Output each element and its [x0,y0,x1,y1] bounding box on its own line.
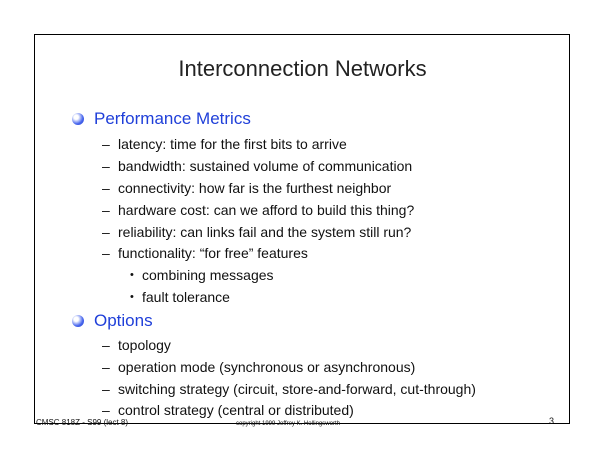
dash-icon: – [102,202,110,218]
list-item-text: connectivity: how far is the furthest ne… [118,180,392,196]
dash-icon: – [102,224,110,240]
list-item: – hardware cost: can we afford to build … [102,200,414,220]
list-item: – switching strategy (circuit, store-and… [102,379,476,399]
slide-title: Interconnection Networks [178,56,427,81]
dash-icon: – [102,180,110,196]
blue-sphere-bullet-icon [72,113,84,125]
list-item: – functionality: “for free” features [102,243,308,263]
dash-icon: – [102,381,110,397]
list-item-text: topology [118,337,171,353]
list-item: – connectivity: how far is the furthest … [102,178,391,198]
list-item: – bandwidth: sustained volume of communi… [102,156,412,176]
page-number: 3 [549,416,555,426]
section-options: Options [72,310,153,332]
list-item: – topology [102,335,171,355]
list-item-text: functionality: “for free” features [118,245,308,261]
list-item-text: operation mode (synchronous or asynchron… [118,359,416,375]
list-item-text: bandwidth: sustained volume of communica… [118,158,413,174]
dash-icon: – [102,359,110,375]
list-item: – latency: time for the first bits to ar… [102,134,347,154]
list-item-text: control strategy (central or distributed… [118,402,354,418]
list-item: – control strategy (central or distribut… [102,400,354,420]
section-label: Options [94,311,153,330]
slide-frame [34,34,570,424]
list-item-text: reliability: can links fail and the syst… [118,224,412,240]
list-item-text: hardware cost: can we afford to build th… [118,202,415,218]
dash-icon: – [102,337,110,353]
bullet-icon: • [130,269,134,281]
dash-icon: – [102,136,110,152]
list-item: – reliability: can links fail and the sy… [102,222,411,242]
bullet-icon: • [130,291,134,303]
dash-icon: – [102,245,110,261]
list-item-text: latency: time for the first bits to arri… [118,136,347,152]
dash-icon: – [102,402,110,418]
list-item: – operation mode (synchronous or asynchr… [102,357,415,377]
blue-sphere-bullet-icon [72,315,84,327]
footer-course: CMSC 818Z - S99 (lect 8) [36,418,129,427]
section-performance-metrics: Performance Metrics [72,108,251,130]
sub-list-item-text: combining messages [142,267,274,283]
sub-list-item: • combining messages [130,265,274,285]
dash-icon: – [102,158,110,174]
sub-list-item: • fault tolerance [130,287,230,307]
footer-copyright: copyright 1999 Jeffrey K. Hollingsworth [236,421,340,427]
list-item-text: switching strategy (circuit, store-and-f… [118,381,476,397]
section-label: Performance Metrics [94,109,251,128]
sub-list-item-text: fault tolerance [142,289,230,305]
